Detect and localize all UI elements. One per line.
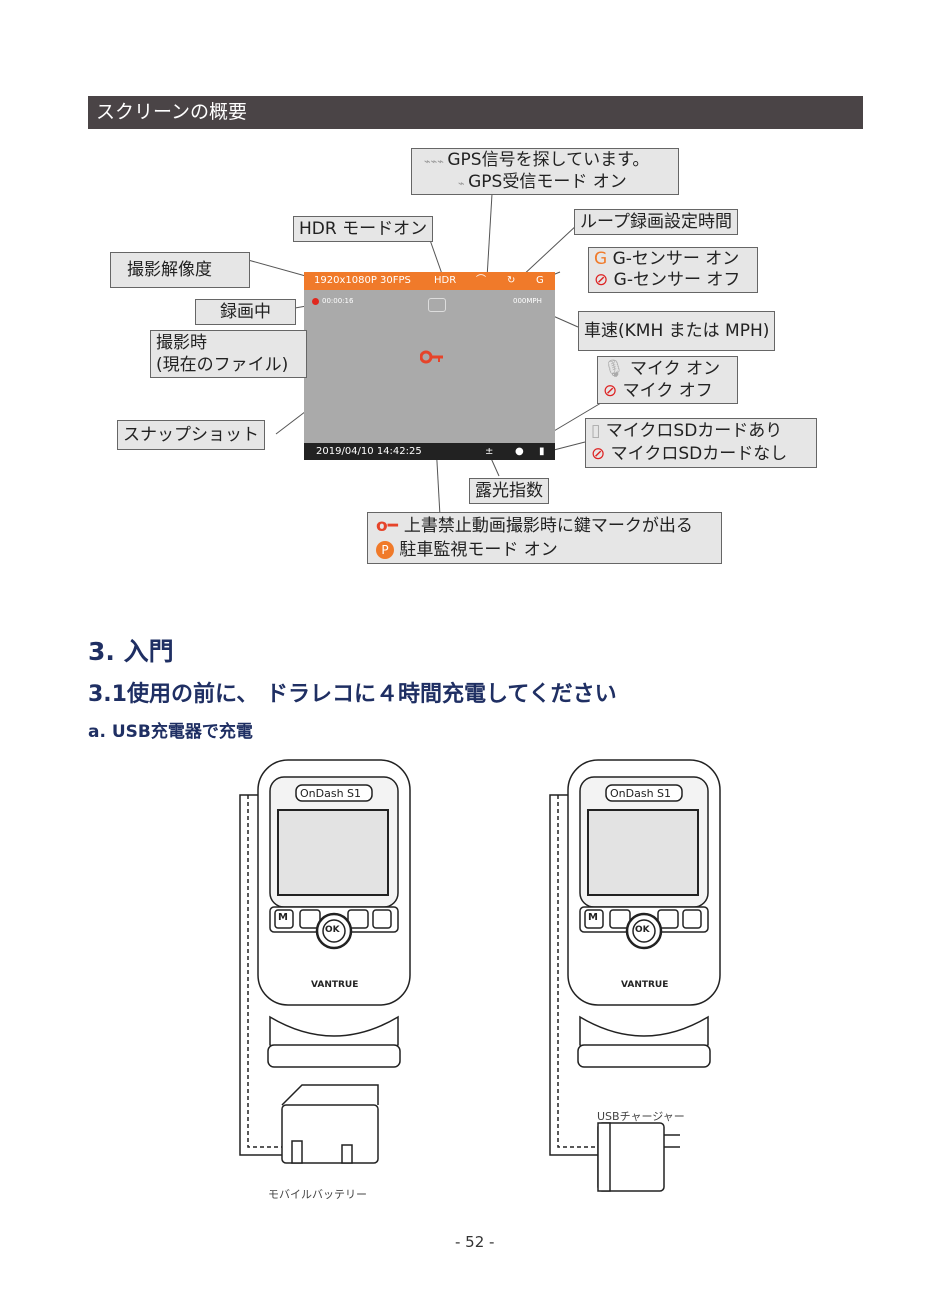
subsection-heading: 3.1使用の前に、 ドラレコに４時間充電してください <box>88 682 617 707</box>
resolution-callout: 撮影解像度 <box>110 252 250 288</box>
screen-bottom-bar: 2019/04/10 14:42:25 ± ● ▮ <box>304 443 555 460</box>
recording-time: 00:00:16 <box>322 297 354 305</box>
dashcam-right <box>549 759 721 1192</box>
resolution-text: 1920x1080P 30FPS <box>314 275 411 286</box>
sd-card-icon: ▮ <box>539 446 545 457</box>
device-illustrations <box>239 759 721 1192</box>
mic-icon: ● <box>515 446 524 457</box>
loop-icon: ↻ <box>507 275 516 286</box>
speed-callout: 車速(KMH または MPH) <box>578 311 776 351</box>
lock-parking-callout: o━ 上書禁止動画撮影時に鍵マークが出る P 駐車監視モード オン <box>367 512 722 564</box>
mic-on-icon: 🎙 <box>603 359 625 379</box>
parking-icon: P <box>376 541 394 559</box>
screen-top-bar: 1920x1080P 30FPS HDR ⌒ ↻ G <box>304 272 555 290</box>
snapshot-icon <box>428 298 446 312</box>
recording-callout: 録画中 <box>195 299 296 325</box>
exposure-callout: 露光指数 <box>469 478 549 504</box>
model-label-left: OnDash S1 <box>300 787 362 800</box>
key-icon: o━ <box>376 516 404 536</box>
snapshot-callout: スナップショット <box>117 420 265 450</box>
brand-left: VANTRUE <box>311 980 359 990</box>
section-heading: 3. 入門 <box>88 637 174 666</box>
loop-callout: ループ録画設定時間 <box>574 209 738 235</box>
gsensor-off-icon: ⊘ <box>594 270 614 290</box>
page-number: - 52 - <box>455 1233 495 1251</box>
brand-right: VANTRUE <box>621 980 669 990</box>
mic-callout: 🎙 マイク オン ⊘ マイク オフ <box>597 356 738 404</box>
speed-readout: 000MPH <box>513 297 542 305</box>
gsensor-callout: G G-センサー オン ⊘ G-センサー オフ <box>588 247 758 293</box>
gps-search-icon: ⌁⌁⌁ <box>424 155 448 168</box>
section-title-bar: スクリーンの概要 <box>88 96 863 129</box>
sd-card-on-icon: ▯ <box>591 421 601 441</box>
hdr-callout: HDR モードオン <box>293 216 434 242</box>
exposure-icon: ± <box>485 446 494 457</box>
sub-subsection-heading: a. USB充電器で充電 <box>88 722 253 742</box>
hdr-text: HDR <box>434 275 457 286</box>
battery-caption: モバイルバッテリー <box>268 1188 367 1201</box>
gps-signal-icon: ⌁ <box>458 177 469 190</box>
model-label-right: OnDash S1 <box>610 787 672 800</box>
charger-caption: USBチャージャー <box>597 1110 685 1123</box>
lock-key-icon <box>420 350 443 364</box>
mode-button-left: M <box>278 912 288 923</box>
ok-button-left: OK <box>325 925 340 935</box>
gsensor-on-icon: G <box>594 249 613 269</box>
sd-card-callout: ▯ マイクロSDカードあり ⊘ マイクロSDカードなし <box>585 418 817 468</box>
gsensor-icon: G <box>536 275 544 286</box>
elapsed-callout: 撮影時 (現在のファイル) <box>150 330 307 378</box>
datetime-text: 2019/04/10 14:42:25 <box>316 446 422 457</box>
dashcam-left <box>239 759 411 1164</box>
sd-card-off-icon: ⊘ <box>591 444 606 464</box>
gps-callout: ⌁⌁⌁ GPS信号を探しています。 ⌁ GPS受信モード オン <box>411 148 679 195</box>
gps-icon: ⌒ <box>476 275 486 286</box>
dashcam-screen <box>304 272 555 460</box>
recording-dot-icon <box>312 298 319 305</box>
mode-button-right: M <box>588 912 598 923</box>
ok-button-right: OK <box>635 925 650 935</box>
mic-off-icon: ⊘ <box>603 381 618 401</box>
